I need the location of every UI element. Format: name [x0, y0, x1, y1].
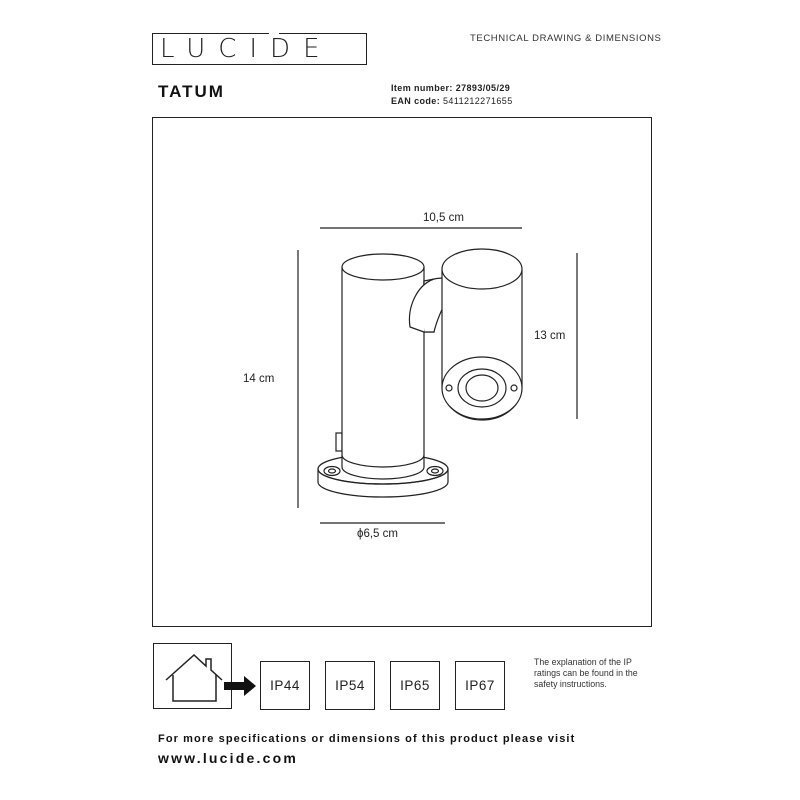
total-height-label: 14 cm [243, 373, 275, 385]
item-number-label: Item number: [391, 83, 453, 93]
product-name: TATUM [158, 82, 225, 101]
ip-rating-note: The explanation of the IP ratings can be… [534, 657, 638, 689]
drawing-frame [152, 117, 652, 627]
ip-rating-ip65: IP65 [390, 661, 440, 710]
footer-text: For more specifications or dimensions of… [158, 733, 576, 745]
width-label: 10,5 cm [423, 212, 464, 224]
logo-frame [152, 33, 367, 65]
technical-drawing [297, 227, 578, 524]
document-title: TECHNICAL DRAWING & DIMENSIONS [470, 33, 662, 44]
house-icon [165, 653, 223, 702]
ip-rating-ip44: IP44 [260, 661, 310, 710]
website-link[interactable]: www.lucide.com [158, 750, 298, 766]
brand-logo: LUCIDE [160, 34, 333, 64]
lamp-post [341, 253, 425, 480]
ip-rating-ip54: IP54 [325, 661, 375, 710]
spotlight-head [441, 248, 523, 421]
arrow-right-icon [224, 676, 256, 696]
ip-rating-ip67: IP67 [455, 661, 505, 710]
ean-code-label: EAN code: [391, 96, 441, 106]
ean-code: EAN code: 5411212271655 [391, 96, 513, 106]
head-height-label: 13 cm [534, 330, 566, 342]
item-number-value: 27893/05/29 [455, 83, 511, 93]
item-number: Item number: 27893/05/29 [391, 83, 510, 93]
base-diameter-label: ϕ6,5 cm [357, 528, 398, 540]
logo-frame-gap [269, 30, 279, 36]
ean-code-value: 5411212271655 [443, 96, 513, 106]
ip-icon-box [153, 643, 232, 709]
